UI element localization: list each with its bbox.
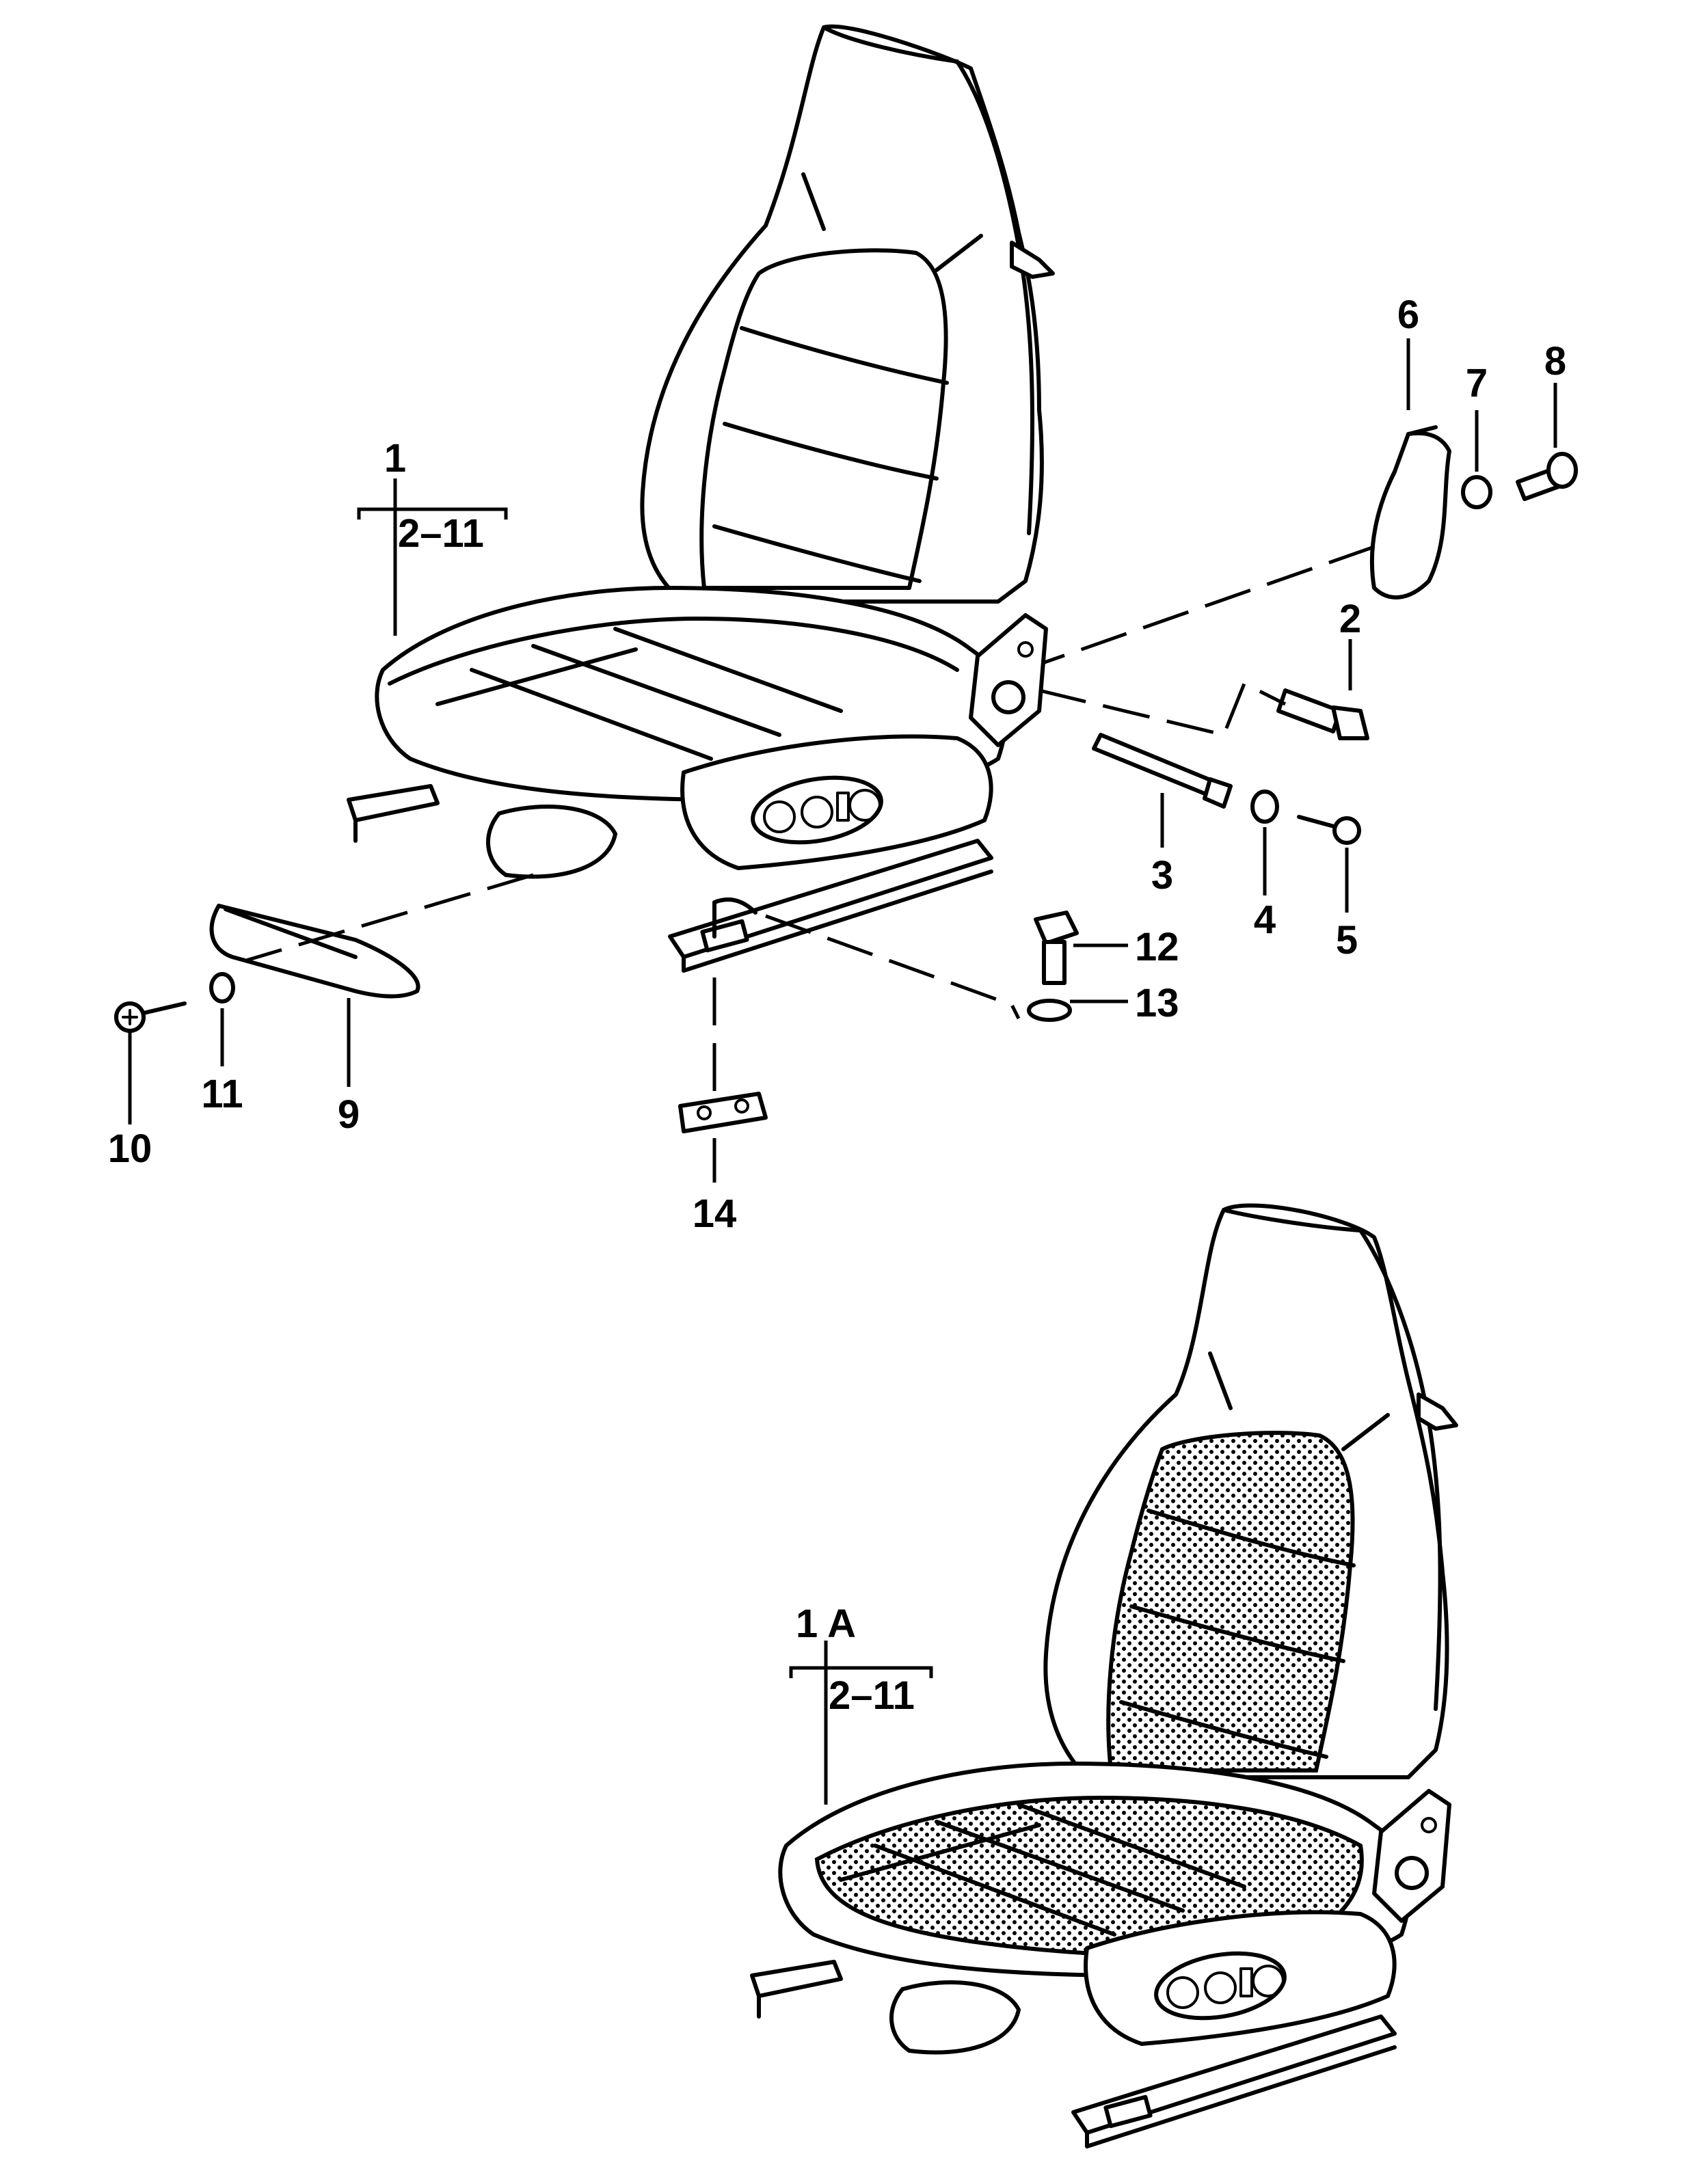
label-3: 3 <box>1151 853 1173 898</box>
label-13: 13 <box>1135 981 1179 1025</box>
assembly-line-9 <box>245 873 534 962</box>
part-2-bolt <box>1276 688 1369 740</box>
part-12-bolt <box>1034 911 1079 985</box>
part-6-handle <box>1369 425 1451 599</box>
label-12: 12 <box>1135 925 1179 969</box>
part-5-screw <box>1297 815 1361 845</box>
assembly-line-6 <box>1042 545 1375 665</box>
label-10: 10 <box>108 1127 152 1171</box>
label-1a-range: 2–11 <box>829 1673 915 1718</box>
label-7: 7 <box>1466 361 1488 405</box>
assembly-line-13 <box>765 914 1021 1020</box>
label-8: 8 <box>1544 339 1566 383</box>
label-1-range: 2–11 <box>398 511 484 556</box>
label-1a: 1 A <box>796 1602 856 1646</box>
label-5: 5 <box>1336 918 1358 962</box>
part-10-screw <box>114 1001 187 1033</box>
part-14-plate <box>678 1092 768 1133</box>
label-14: 14 <box>693 1191 737 1236</box>
label-4: 4 <box>1254 898 1276 942</box>
seat-top <box>347 24 1055 973</box>
callout-labels: 1 2–11 1 A 2–11 2 3 4 5 6 7 8 9 10 11 12… <box>108 293 1566 1718</box>
part-9-trim-panel <box>209 904 420 999</box>
label-9: 9 <box>338 1092 360 1137</box>
part-3-pin <box>1092 733 1233 809</box>
part-4-washer <box>1250 790 1279 824</box>
label-1: 1 <box>384 436 406 481</box>
part-11-washer <box>209 972 235 1003</box>
assembly-line-2 <box>1038 681 1287 737</box>
leader-lines <box>128 338 1557 1805</box>
seat-bottom <box>750 1203 1458 2148</box>
part-13-washer <box>1027 999 1072 1022</box>
part-7-washer <box>1461 475 1492 509</box>
label-11: 11 <box>201 1072 243 1116</box>
part-8-bolt <box>1516 452 1578 501</box>
label-2: 2 <box>1339 597 1361 641</box>
label-6: 6 <box>1397 293 1419 337</box>
